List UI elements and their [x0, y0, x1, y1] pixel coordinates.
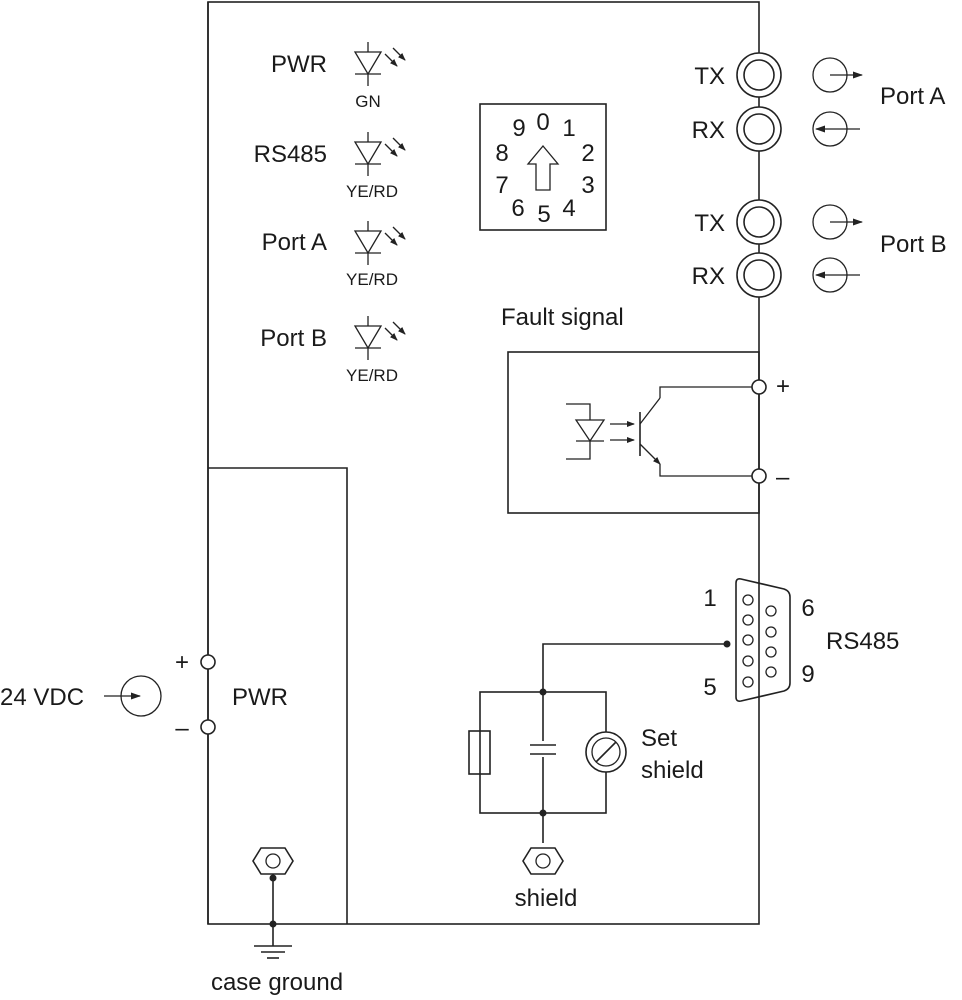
port-a-rx-label: RX: [692, 117, 725, 144]
rs485-connector[interactable]: 1 5 6 9 RS485: [703, 578, 899, 702]
fiber-port-b: TX RX Port B: [692, 199, 947, 298]
rs485-pin-9: 9: [801, 661, 814, 688]
phototransistor-icon: [639, 386, 759, 477]
shield-terminal-icon[interactable]: [522, 847, 564, 875]
case-ground-label: case ground: [211, 969, 343, 996]
rs485-pin-6: 6: [801, 595, 814, 622]
resistor-icon: [468, 730, 491, 775]
power-input: 24 VDC + – PWR: [0, 2, 288, 924]
fault-plus-terminal[interactable]: [751, 379, 767, 395]
ground-terminal-icon[interactable]: [252, 847, 294, 875]
port-b-rx-label: RX: [692, 263, 725, 290]
case-ground: case ground: [211, 847, 343, 996]
rs485-label: RS485: [826, 628, 899, 655]
rotary-digit-2: 2: [581, 140, 594, 167]
set-shield-switch[interactable]: [585, 731, 627, 773]
rotary-digit-3: 3: [581, 172, 594, 199]
ground-symbol-icon: [254, 945, 292, 959]
led-port-a-label: Port A: [262, 229, 327, 256]
fiber-port-a: TX RX Port A: [692, 52, 945, 152]
led-port-b: Port B YE/RD: [260, 316, 405, 385]
set-shield-label-line2: shield: [641, 757, 704, 784]
dsub-shell: [735, 578, 791, 702]
led-pwr: PWR GN: [271, 42, 405, 111]
power-plus-terminal[interactable]: [200, 654, 216, 670]
rotary-digit-5: 5: [537, 201, 550, 228]
optocoupler-led-icon: [566, 403, 635, 460]
port-b-tx-label: TX: [694, 210, 725, 237]
led-port-b-color: YE/RD: [346, 366, 398, 385]
led-rs485-color: YE/RD: [346, 182, 398, 201]
power-supply-label: 24 VDC: [0, 684, 84, 711]
port-a-rx-connector-inner: [743, 113, 775, 145]
rotary-digit-9: 9: [512, 115, 525, 142]
led-icon: [355, 42, 405, 86]
shield-terminal-label: shield: [515, 885, 578, 912]
led-icon: [355, 316, 405, 360]
led-rs485-label: RS485: [254, 141, 327, 168]
led-port-a: Port A YE/RD: [262, 221, 405, 289]
led-indicators: PWR GN RS485 YE/RD Port A YE/RD Port B Y…: [254, 42, 405, 385]
port-b-rx-connector-inner: [743, 259, 775, 291]
fault-signal-block: Fault signal + –: [501, 304, 790, 514]
led-port-b-label: Port B: [260, 325, 327, 352]
port-a-tx-label: TX: [694, 63, 725, 90]
led-icon: [355, 132, 405, 176]
fault-minus-terminal[interactable]: [751, 468, 767, 484]
fault-plus-label: +: [776, 373, 790, 400]
supply-source-icon: [120, 675, 162, 717]
shield-network: Set shield shield: [468, 640, 731, 912]
rotary-digit-8: 8: [495, 140, 508, 167]
led-icon: [355, 221, 405, 265]
rotary-digit-6: 6: [511, 195, 524, 222]
port-b-label: Port B: [880, 231, 947, 258]
rotary-digit-4: 4: [562, 195, 575, 222]
set-shield-label-line1: Set: [641, 725, 677, 752]
capacitor-icon: [528, 741, 558, 757]
led-pwr-label: PWR: [271, 51, 327, 78]
power-minus-terminal[interactable]: [200, 719, 216, 735]
rotary-arrow-icon: [526, 144, 560, 191]
rotary-switch-frame: [479, 103, 607, 231]
power-module-outline: [208, 467, 348, 924]
led-rs485: RS485 YE/RD: [254, 132, 405, 201]
port-a-tx-connector-inner: [743, 59, 775, 91]
rs485-pin-5: 5: [703, 674, 716, 701]
power-module-label: PWR: [232, 684, 288, 711]
led-port-a-color: YE/RD: [346, 270, 398, 289]
rotary-digit-7: 7: [495, 172, 508, 199]
rotary-switch[interactable]: 0 1 2 3 4 5 6 7 8 9: [479, 103, 607, 231]
power-plus-label: +: [175, 649, 189, 676]
rotary-digit-1: 1: [562, 115, 575, 142]
fault-signal-frame: [507, 351, 760, 514]
rs485-pin-1: 1: [703, 585, 716, 612]
fault-signal-title: Fault signal: [501, 304, 624, 331]
rotary-digit-0: 0: [536, 109, 549, 136]
led-pwr-color: GN: [355, 92, 381, 111]
port-a-label: Port A: [880, 83, 945, 110]
fault-minus-label: –: [776, 464, 790, 491]
power-minus-label: –: [175, 715, 189, 742]
port-b-tx-connector-inner: [743, 206, 775, 238]
